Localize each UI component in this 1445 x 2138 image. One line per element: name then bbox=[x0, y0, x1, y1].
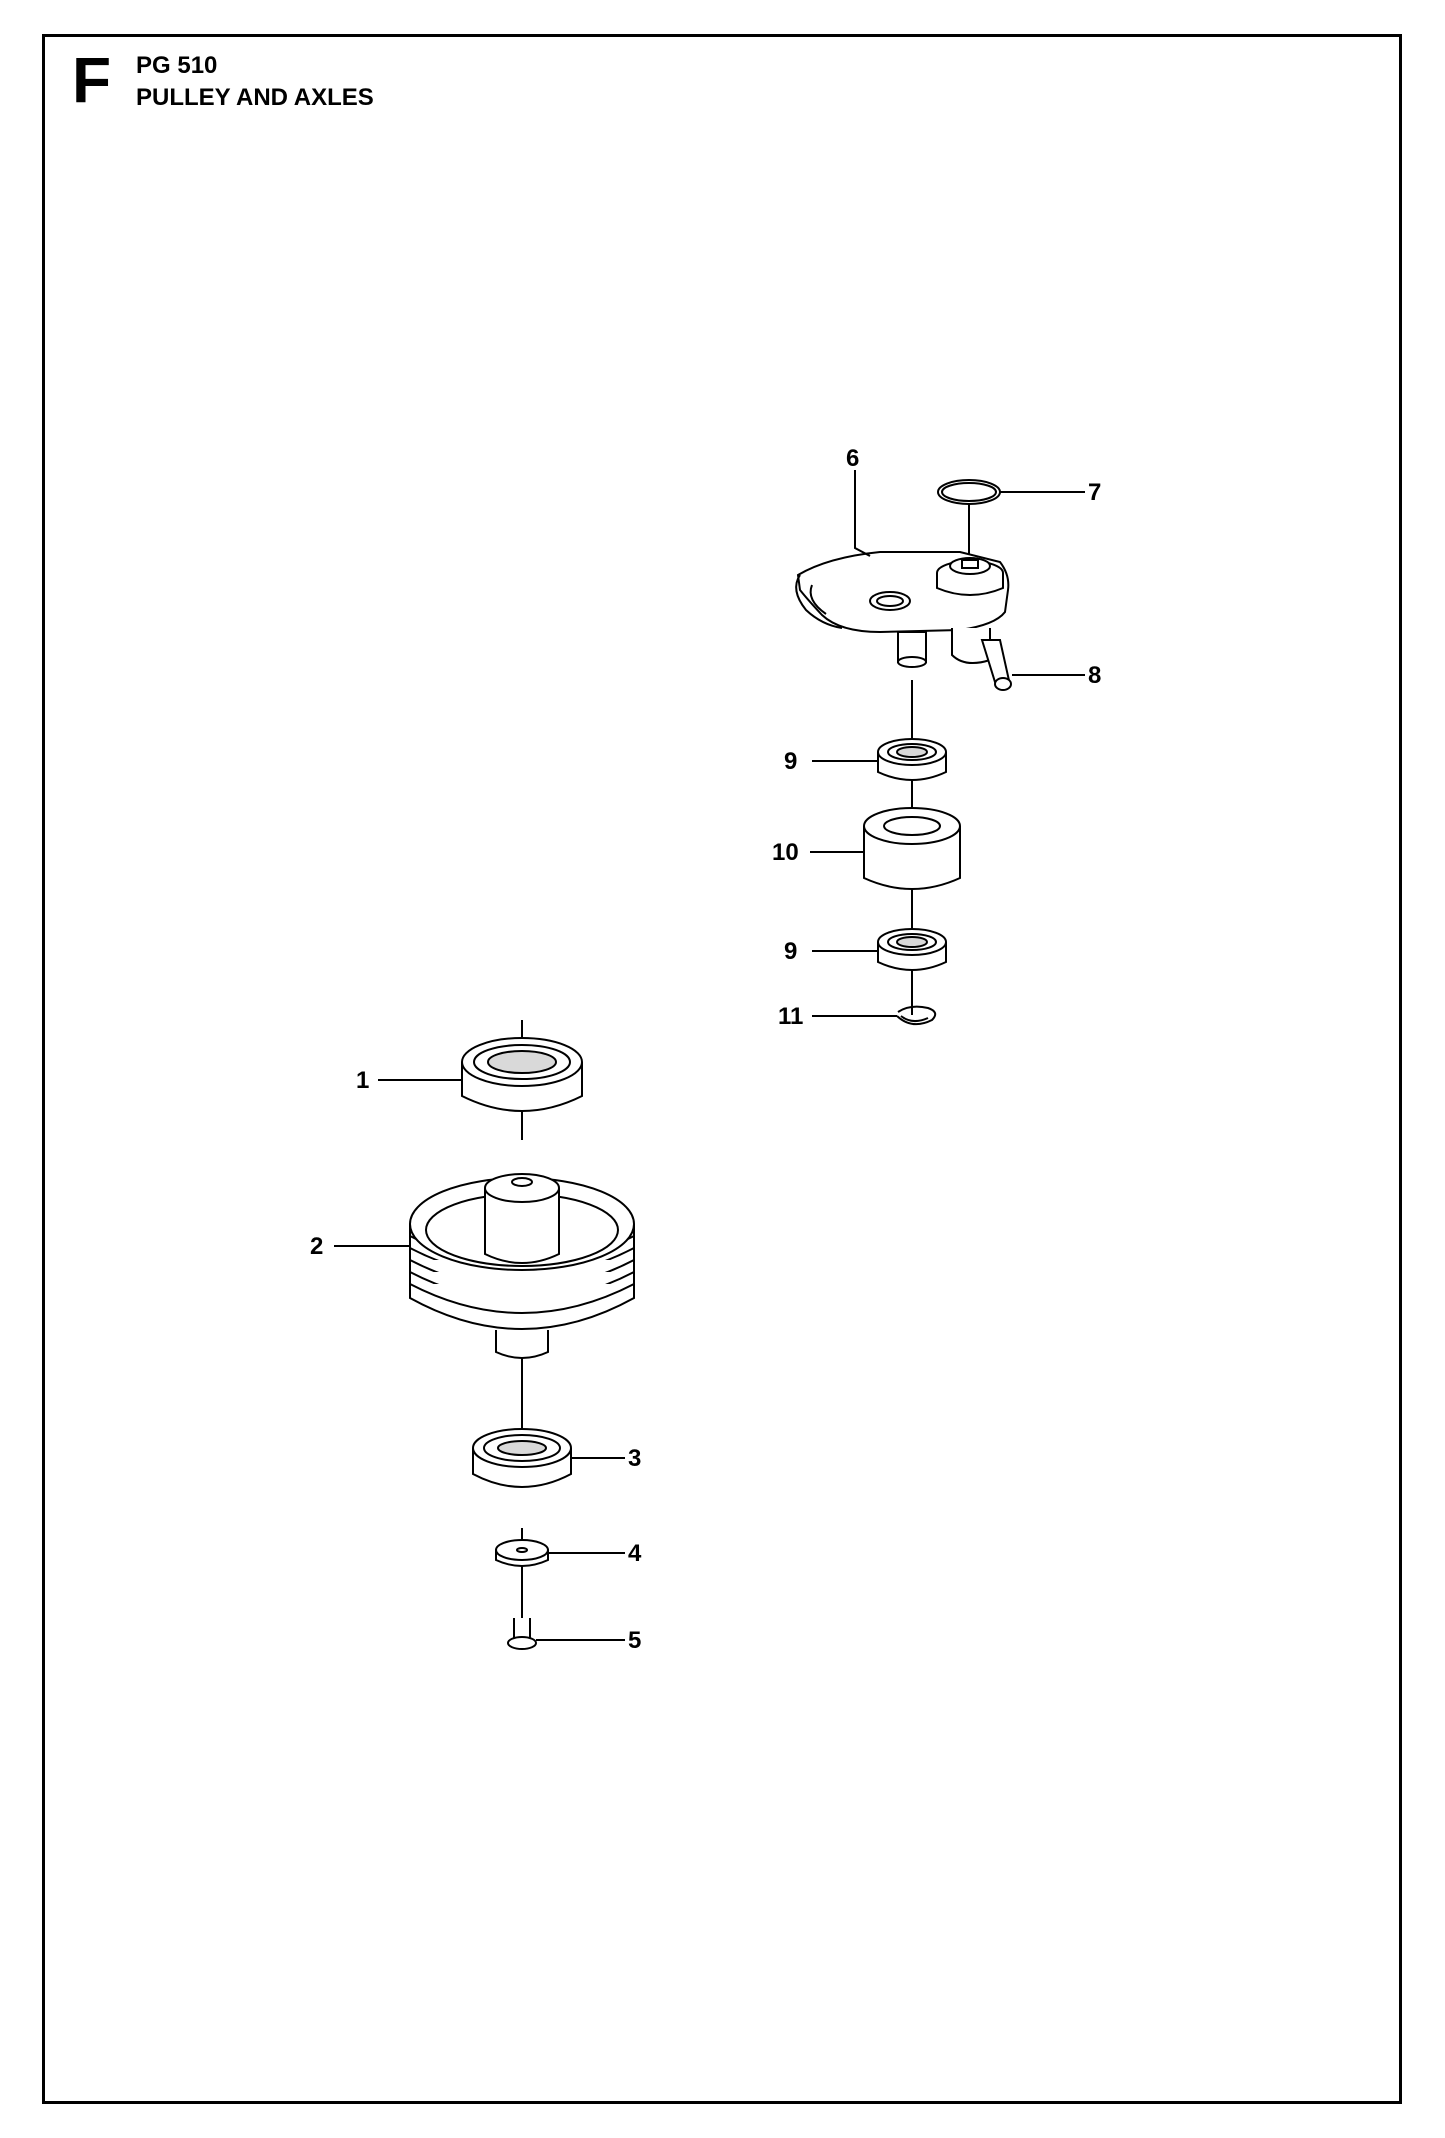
part-4-washer bbox=[495, 1539, 549, 1567]
part-1-bearing bbox=[461, 1037, 583, 1112]
callout-3[interactable]: 3 bbox=[628, 1445, 641, 1472]
callout-2[interactable]: 2 bbox=[310, 1233, 323, 1260]
part-10-spacer bbox=[863, 807, 961, 890]
part-6-bracket bbox=[795, 551, 1010, 668]
part-3-bearing bbox=[472, 1428, 572, 1488]
part-11-circlip bbox=[896, 1005, 937, 1026]
callout-10[interactable]: 10 bbox=[772, 839, 799, 866]
part-8-set-screw bbox=[980, 639, 1012, 691]
callout-1[interactable]: 1 bbox=[356, 1067, 369, 1094]
part-2-pulley bbox=[409, 1173, 635, 1359]
part-9-bearing-upper bbox=[877, 738, 947, 781]
part-7-o-ring bbox=[937, 479, 1001, 505]
callout-4[interactable]: 4 bbox=[628, 1540, 642, 1567]
callout-6[interactable]: 6 bbox=[846, 445, 859, 472]
page-code: PG 510 bbox=[136, 52, 218, 79]
part-5-screw bbox=[507, 1618, 537, 1650]
page-title: PULLEY AND AXLES bbox=[136, 84, 374, 111]
callout-11[interactable]: 11 bbox=[778, 1003, 803, 1030]
leader-6 bbox=[854, 470, 871, 557]
section-letter: F bbox=[72, 44, 112, 116]
callout-9-lower[interactable]: 9 bbox=[784, 938, 797, 965]
part-9-bearing-lower bbox=[877, 928, 947, 971]
page-frame bbox=[42, 34, 1402, 2104]
callout-9-upper[interactable]: 9 bbox=[784, 748, 797, 775]
callout-5[interactable]: 5 bbox=[628, 1627, 641, 1654]
callout-7[interactable]: 7 bbox=[1088, 479, 1101, 506]
callout-8[interactable]: 8 bbox=[1088, 662, 1101, 689]
